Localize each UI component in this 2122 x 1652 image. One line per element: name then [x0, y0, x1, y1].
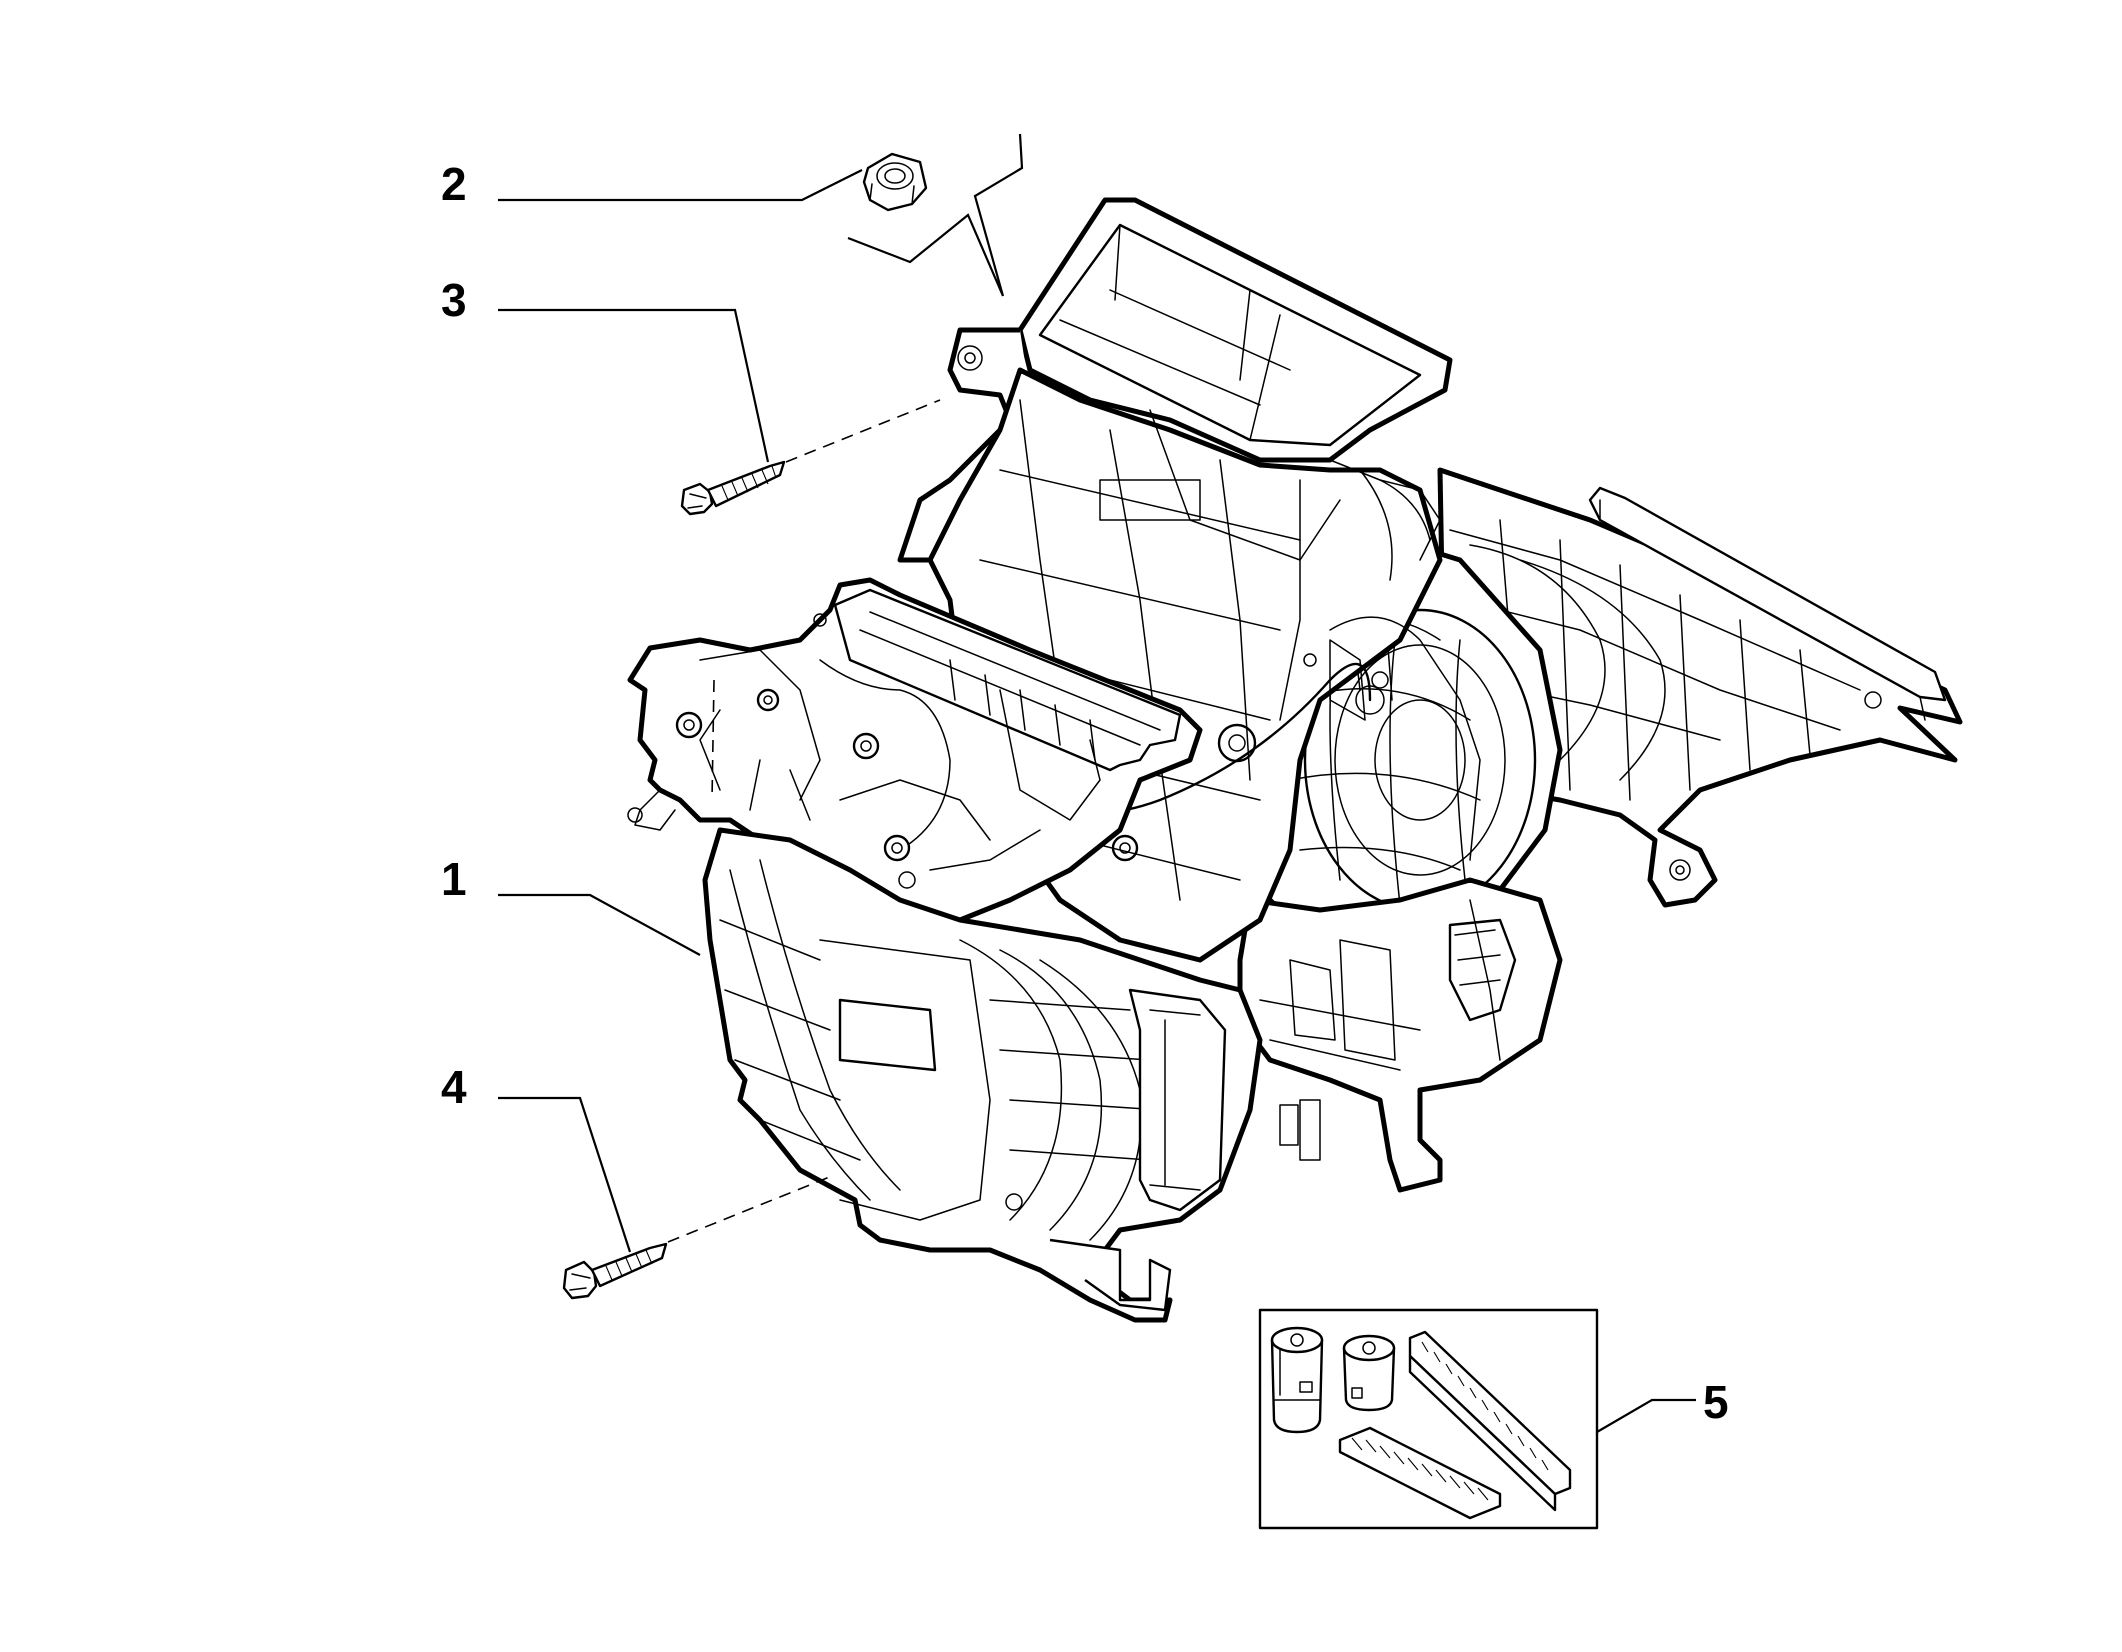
leader-line-1	[498, 893, 701, 956]
panel-air-filter-icon	[1408, 1330, 1572, 1512]
callout-label-4[interactable]: 4	[441, 1061, 467, 1113]
leader-line-3	[498, 308, 770, 463]
heater-core-housing	[702, 827, 1263, 1323]
cabin-filter-icon	[1338, 1426, 1502, 1520]
oil-filter-icon	[1270, 1326, 1324, 1434]
leader-lines	[498, 169, 1696, 1433]
nut-pointer-line	[847, 133, 1024, 297]
leader-line-5	[1596, 1398, 1696, 1433]
duct-transition-details	[1329, 459, 1501, 1061]
oil-filter-short-icon	[1342, 1334, 1396, 1412]
callout-label-1[interactable]: 1	[441, 853, 467, 905]
callout-labels: 2 3 1 4 5	[441, 158, 1729, 1428]
filter-kit-box[interactable]	[1258, 1308, 1599, 1530]
right-duct-arm	[1437, 467, 1963, 908]
callout-label-5[interactable]: 5	[1703, 1376, 1729, 1428]
assembly-guide-lines	[667, 399, 941, 1243]
leader-line-2	[498, 169, 863, 202]
hex-nut[interactable]	[862, 152, 928, 212]
hvac-unit-assembly[interactable]	[627, 197, 1963, 1323]
callout-label-2[interactable]: 2	[441, 158, 467, 210]
lower-flange-screw[interactable]	[562, 1242, 668, 1300]
callout-label-3[interactable]: 3	[441, 274, 467, 326]
leader-line-4	[498, 1096, 632, 1253]
upper-flange-screw[interactable]	[680, 460, 786, 516]
lower-right-module	[1237, 877, 1563, 1193]
